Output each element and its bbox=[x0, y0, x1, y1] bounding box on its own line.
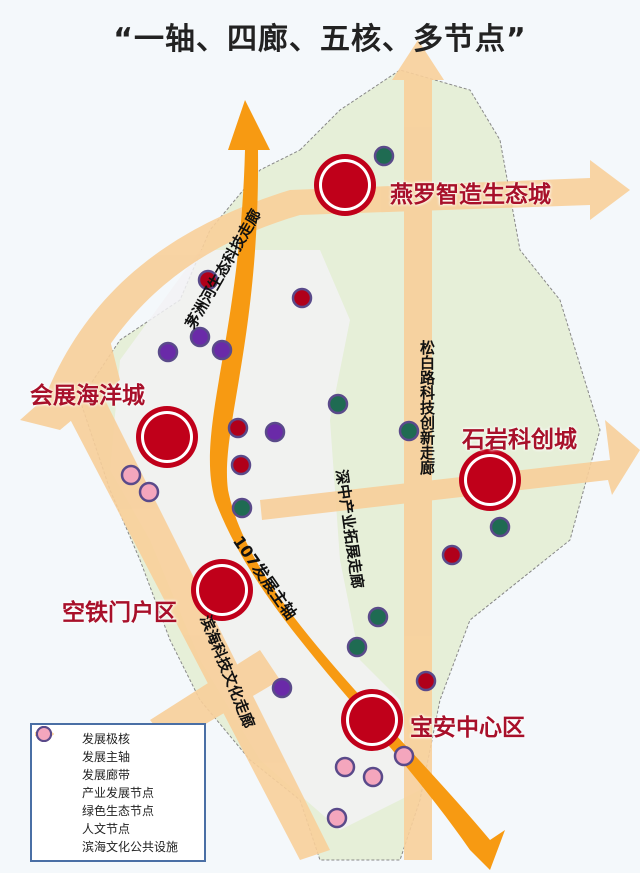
corridor-binhai bbox=[60, 380, 330, 860]
pole-label-yanluo: 燕罗智造生态城 bbox=[390, 182, 551, 208]
green-node bbox=[373, 145, 395, 167]
green-node bbox=[346, 636, 368, 658]
culture-node bbox=[264, 421, 286, 443]
green-node bbox=[489, 516, 511, 538]
green-node bbox=[398, 420, 420, 442]
pole-node bbox=[144, 414, 190, 460]
pole-label-kongtie: 空铁门户区 bbox=[62, 600, 177, 626]
industry-node bbox=[415, 670, 437, 692]
pole-node bbox=[322, 162, 368, 208]
culture-node bbox=[271, 677, 293, 699]
legend-label: 发展廊带 bbox=[82, 767, 131, 782]
coastal-node bbox=[138, 481, 160, 503]
corridor-airport bbox=[150, 650, 280, 745]
legend: 发展极核发展主轴发展廊带产业发展节点绿色生态节点人文节点滨海文化公共设施 bbox=[30, 723, 206, 862]
corridor-shenzhong bbox=[260, 420, 640, 520]
legend-label: 发展极核 bbox=[82, 731, 131, 746]
culture-node bbox=[211, 339, 233, 361]
legend-item: 发展极核 bbox=[32, 726, 204, 747]
pole-label-baoan: 宝安中心区 bbox=[410, 715, 525, 741]
coastal-node bbox=[362, 766, 384, 788]
industry-node bbox=[291, 287, 313, 309]
culture-node bbox=[157, 341, 179, 363]
pole-label-huizhan: 会展海洋城 bbox=[30, 383, 145, 409]
legend-item: 发展主轴 bbox=[32, 728, 204, 765]
map-title: “一轴、四廊、五核、多节点” bbox=[113, 22, 527, 57]
green-node bbox=[327, 393, 349, 415]
industry-node bbox=[441, 544, 463, 566]
green-node bbox=[231, 497, 253, 519]
pole-node bbox=[467, 457, 513, 503]
legend-item: 绿色生态节点 bbox=[32, 726, 204, 819]
legend-label: 产业发展节点 bbox=[82, 785, 155, 800]
pole-label-shiyan: 石岩科创城 bbox=[462, 427, 577, 453]
industry-node bbox=[230, 454, 252, 476]
legend-label: 人文节点 bbox=[82, 821, 131, 836]
legend-item: 滨海文化公共设施 bbox=[32, 726, 204, 855]
corridor-west bbox=[20, 340, 120, 430]
legend-item: 发展廊带 bbox=[32, 728, 204, 783]
coastal-node bbox=[334, 756, 356, 778]
culture-node bbox=[189, 326, 211, 348]
legend-label: 绿色生态节点 bbox=[82, 803, 155, 818]
pole-node bbox=[349, 697, 395, 743]
industry-node bbox=[227, 417, 249, 439]
legend-label: 发展主轴 bbox=[82, 749, 131, 764]
corridor-songbai bbox=[392, 40, 444, 860]
legend-item: 人文节点 bbox=[32, 726, 204, 837]
industry-node bbox=[197, 269, 219, 291]
coastal-node bbox=[326, 807, 348, 829]
corridor-label-songbai: 松白路科技创新走廊 bbox=[418, 340, 436, 475]
pole-node bbox=[199, 567, 245, 613]
green-node bbox=[367, 606, 389, 628]
legend-label: 滨海文化公共设施 bbox=[82, 839, 179, 854]
coastal-node bbox=[120, 464, 142, 486]
coastal-node bbox=[393, 745, 415, 767]
legend-item: 产业发展节点 bbox=[32, 726, 204, 801]
